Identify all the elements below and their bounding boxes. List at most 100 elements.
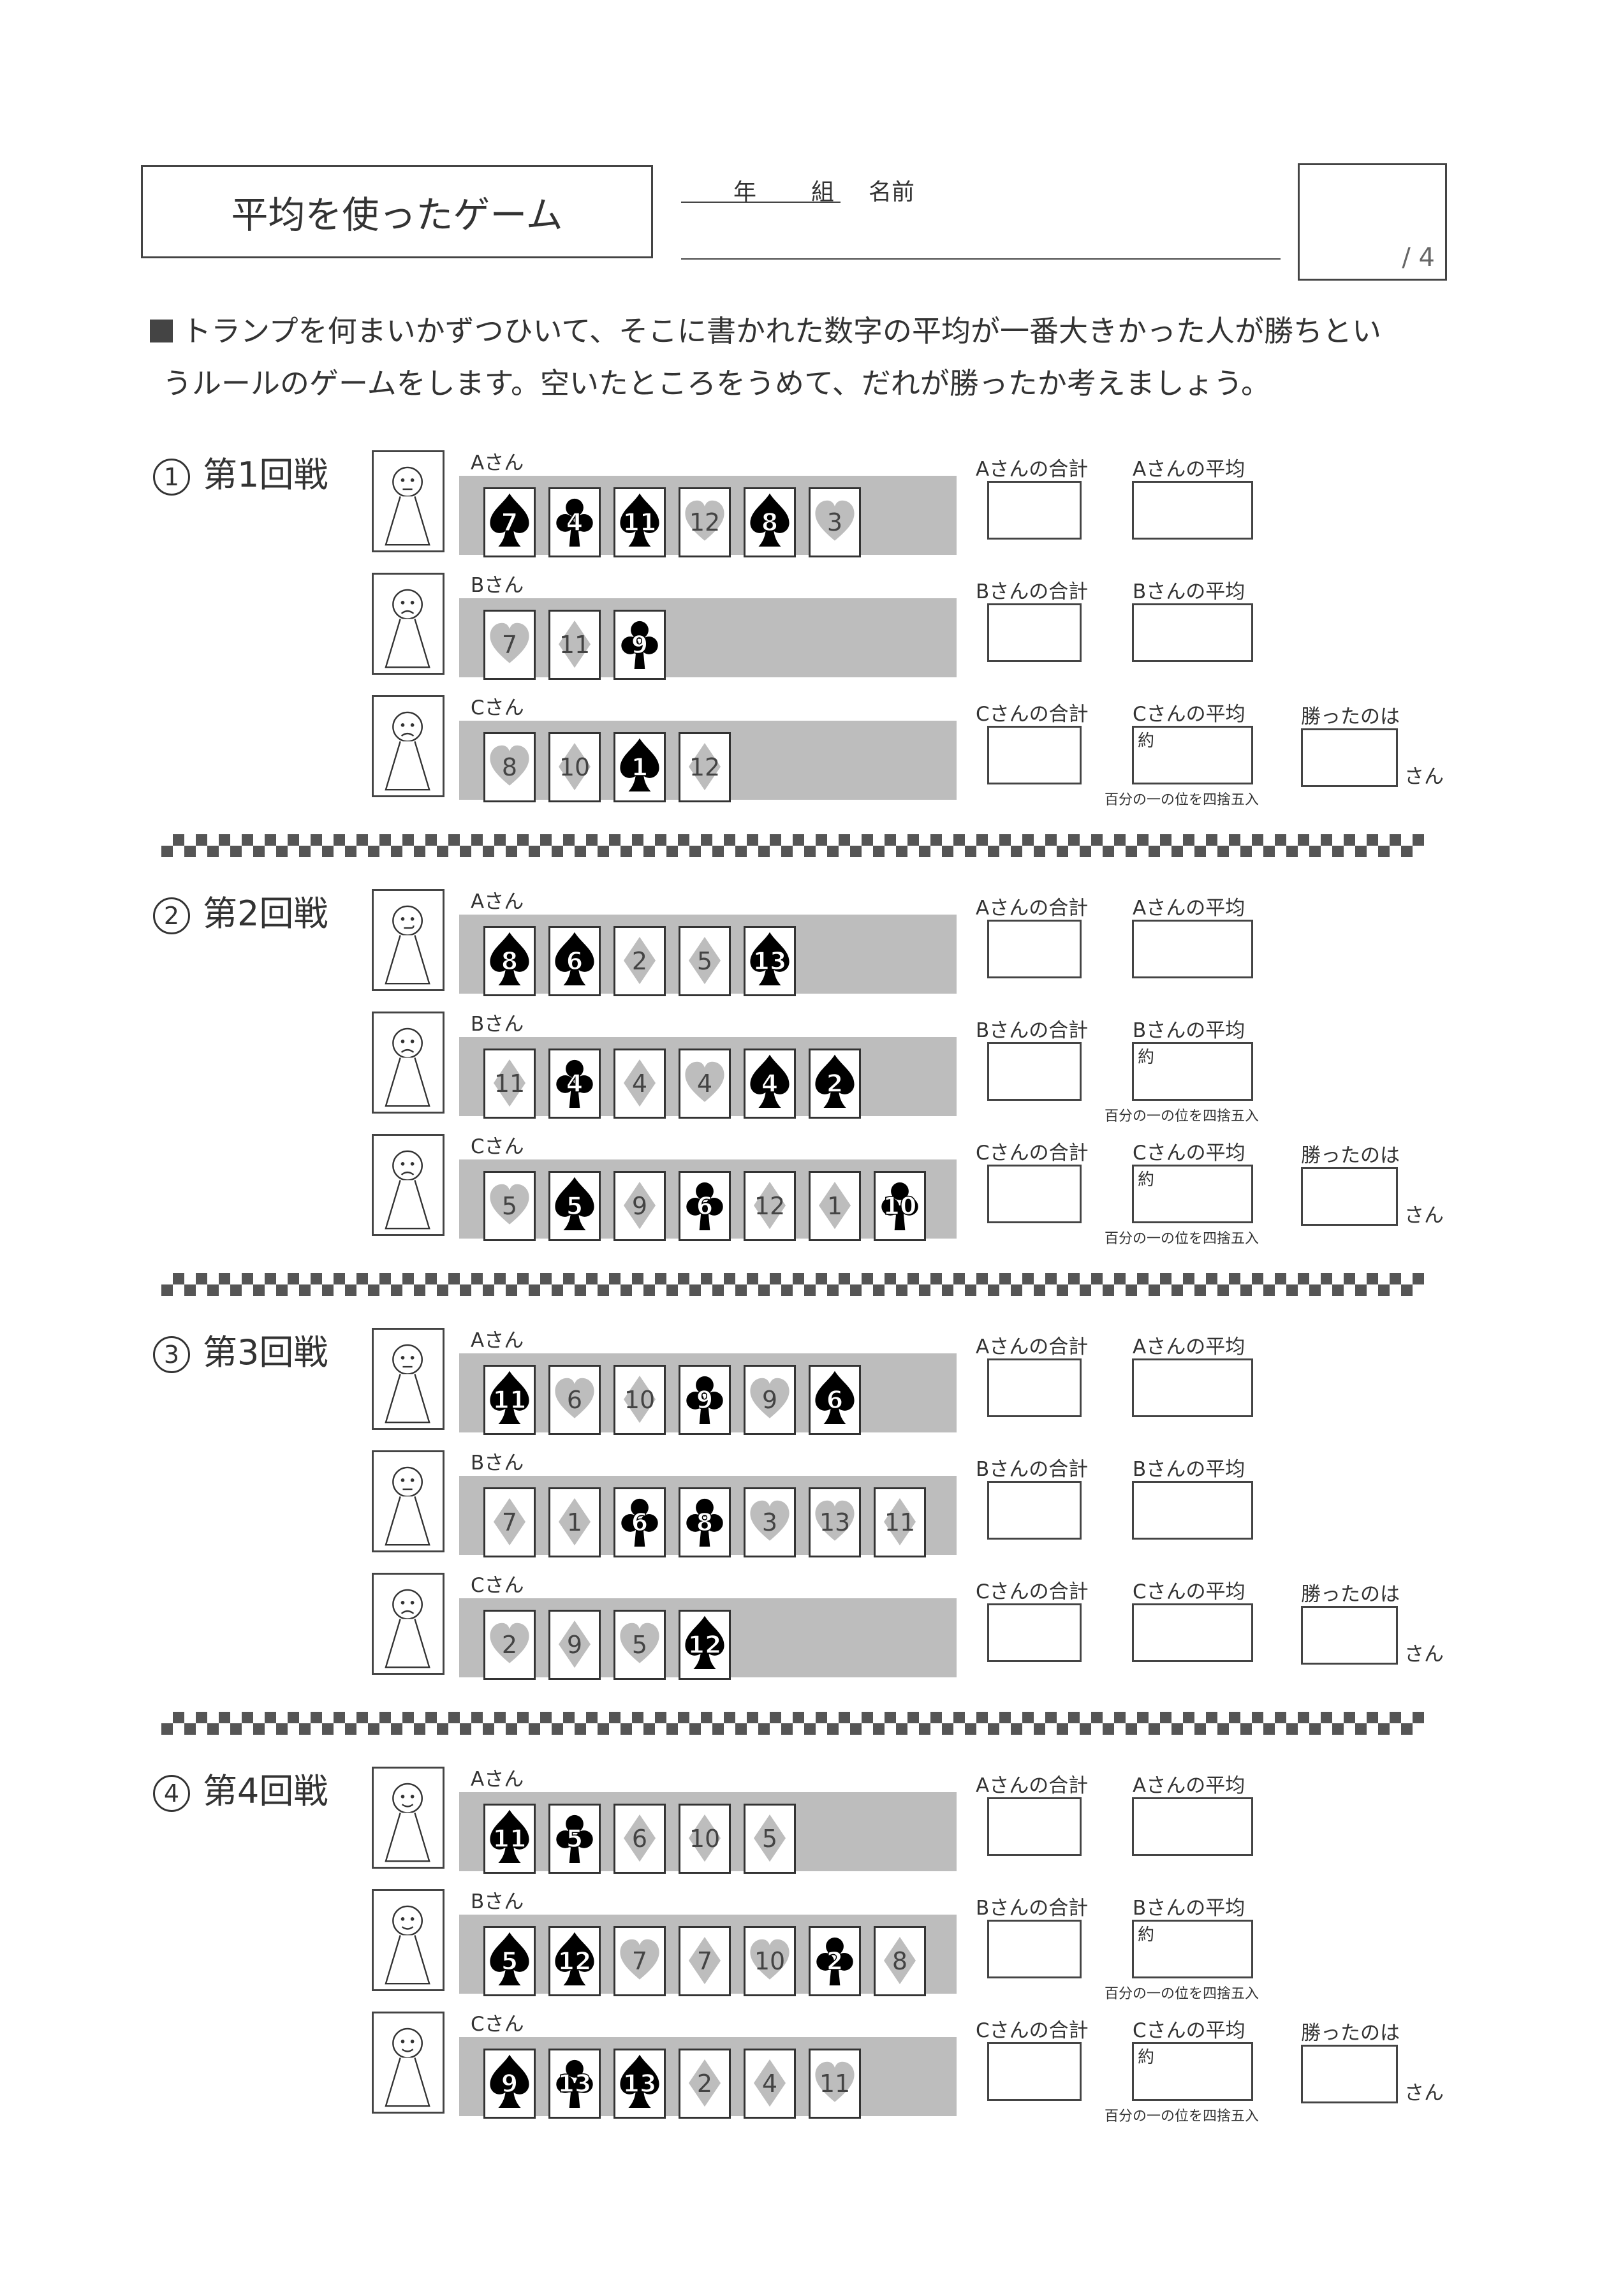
sum-answer-box[interactable] (987, 1920, 1082, 1978)
playing-card-diamond: 2 (679, 2049, 731, 2119)
card-number: 3 (826, 508, 843, 536)
club-icon (816, 1937, 853, 1985)
playing-card-diamond: 10 (679, 1804, 731, 1874)
playing-card-diamond: 4 (613, 1049, 666, 1119)
diamond-icon (688, 1814, 721, 1862)
average-answer-box[interactable]: 約 (1132, 1920, 1253, 1978)
card-number: 12 (689, 508, 721, 536)
average-answer-box[interactable]: 約 (1132, 2042, 1253, 2101)
sum-answer-box[interactable] (987, 1797, 1082, 1856)
spade-icon (620, 493, 659, 547)
playing-card-spade: 11 (483, 1804, 536, 1874)
average-answer-box[interactable]: 約 (1132, 1042, 1253, 1101)
person-neutral-icon (385, 1344, 430, 1424)
card-number: 9 (566, 1631, 583, 1659)
average-answer-box[interactable]: 約 (1132, 726, 1253, 784)
sum-answer-box[interactable] (987, 920, 1082, 978)
card-number: 7 (696, 1947, 713, 1975)
sum-answer-box[interactable] (987, 1603, 1082, 1662)
round-title-text: 第3回戦 (203, 1332, 328, 1372)
playing-card-club: 9 (679, 1365, 731, 1435)
player-avatar (372, 1767, 444, 1869)
card-number: 5 (761, 1825, 778, 1853)
playing-card-diamond: 7 (679, 1926, 731, 1996)
playing-card-spade: 5 (548, 1171, 601, 1241)
average-label: Cさんの平均 (1133, 1580, 1245, 1603)
instructions-line-2: うルールのゲームをします。空いたところをうめて、だれが勝ったか考えましょう。 (163, 366, 1270, 401)
round-title-text: 第1回戦 (203, 455, 328, 495)
average-answer-box[interactable] (1132, 920, 1253, 978)
playing-card-heart: 13 (809, 1487, 861, 1557)
heart-icon (620, 1623, 659, 1663)
player-avatar (372, 1573, 444, 1675)
card-number: 8 (501, 753, 518, 781)
diamond-icon (623, 937, 656, 985)
sum-answer-box[interactable] (987, 1042, 1082, 1101)
name-line[interactable] (681, 258, 1281, 260)
heart-icon (620, 1939, 659, 1980)
worksheet-title: 平均を使ったゲーム (231, 193, 563, 237)
diamond-icon (493, 1059, 526, 1107)
heart-icon (815, 2061, 855, 2102)
average-answer-box[interactable] (1132, 1481, 1253, 1540)
sum-answer-box[interactable] (987, 1481, 1082, 1540)
card-number: 2 (826, 1069, 844, 1098)
heart-icon (750, 1378, 789, 1418)
heart-icon (750, 1500, 789, 1541)
winner-answer-box[interactable] (1301, 2045, 1398, 2103)
average-answer-box[interactable] (1132, 1797, 1253, 1856)
playing-card-heart: 9 (744, 1365, 796, 1435)
playing-card-diamond: 11 (874, 1487, 926, 1557)
winner-answer-box[interactable] (1301, 1167, 1398, 1226)
playing-card-spade: 8 (744, 487, 796, 557)
club-icon (686, 1376, 723, 1424)
sum-answer-box[interactable] (987, 603, 1082, 662)
sum-label: Aさんの合計 (976, 1336, 1089, 1358)
player-avatar (372, 573, 444, 675)
player-avatar (372, 2012, 444, 2114)
winner-answer-box[interactable] (1301, 1606, 1398, 1665)
heart-icon (815, 1500, 855, 1541)
sum-answer-box[interactable] (987, 1165, 1082, 1223)
average-answer-box[interactable] (1132, 1603, 1253, 1662)
sum-answer-box[interactable] (987, 481, 1082, 540)
average-answer-box[interactable]: 約 (1132, 1165, 1253, 1223)
average-answer-box[interactable] (1132, 603, 1253, 662)
card-number: 5 (696, 947, 713, 975)
playing-card-diamond: 7 (483, 1487, 536, 1557)
diamond-icon (558, 1621, 591, 1668)
card-number: 10 (624, 1386, 656, 1414)
card-number: 1 (566, 1508, 583, 1536)
player-name: Cさん (471, 1574, 524, 1597)
sum-answer-box[interactable] (987, 1358, 1082, 1417)
average-answer-box[interactable] (1132, 1358, 1253, 1417)
player-name: Bさん (471, 1013, 524, 1036)
card-number: 5 (501, 1192, 518, 1220)
sum-answer-box[interactable] (987, 726, 1082, 784)
average-label: Bさんの平均 (1133, 1897, 1245, 1920)
card-number: 9 (501, 2069, 518, 2098)
card-number: 2 (501, 1631, 518, 1659)
card-number: 2 (631, 947, 648, 975)
playing-card-club: 4 (548, 487, 601, 557)
round-title: 1 第1回戦 (153, 446, 328, 497)
card-number: 3 (761, 1508, 778, 1536)
average-answer-box[interactable] (1132, 481, 1253, 540)
score-box[interactable]: / 4 (1298, 163, 1447, 281)
sum-answer-box[interactable] (987, 2042, 1082, 2101)
winner-answer-box[interactable] (1301, 728, 1398, 787)
playing-card-spade: 13 (744, 926, 796, 996)
sum-label: Bさんの合計 (976, 1897, 1089, 1920)
sum-label: Cさんの合計 (976, 1580, 1089, 1603)
person-neutral-icon (385, 466, 430, 546)
card-number: 6 (631, 1508, 649, 1537)
checkered-divider (161, 834, 1424, 857)
heart-icon (685, 1061, 724, 1102)
round-number-circle: 1 (153, 459, 190, 496)
sum-label: Aさんの合計 (976, 1774, 1089, 1797)
